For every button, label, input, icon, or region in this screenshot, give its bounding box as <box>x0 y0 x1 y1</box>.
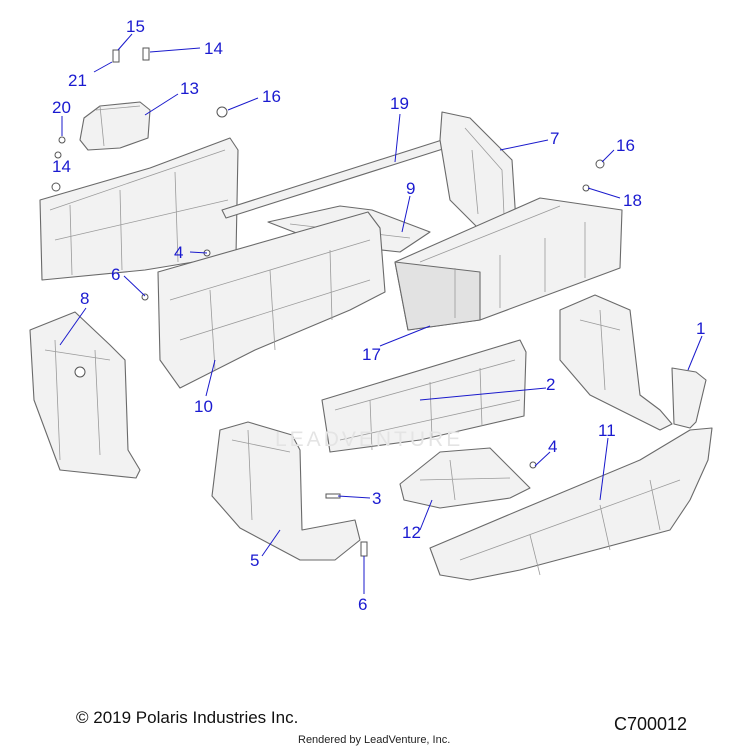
callout-7[interactable]: 7 <box>550 129 560 148</box>
callout-21[interactable]: 21 <box>68 71 87 90</box>
hardware-misc <box>141 159 605 557</box>
callout-9[interactable]: 9 <box>406 179 416 198</box>
part-12-plate[interactable] <box>399 447 531 509</box>
part-10-front-panel[interactable] <box>157 211 386 389</box>
part-1-bracket[interactable] <box>559 294 707 431</box>
callout-11[interactable]: 11 <box>598 421 616 440</box>
callout-4-lower[interactable]: 4 <box>548 437 558 456</box>
callout-14[interactable]: 14 <box>204 39 223 58</box>
callout-10[interactable]: 10 <box>194 397 213 416</box>
part-11-right-floor[interactable] <box>429 427 713 581</box>
part-8-left-side[interactable] <box>29 311 141 479</box>
part-5-left-floor[interactable] <box>211 421 361 561</box>
callout-1[interactable]: 1 <box>696 319 706 338</box>
part-2-rear-panel[interactable] <box>321 339 527 453</box>
callout-16-right[interactable]: 16 <box>616 136 635 155</box>
callout-5[interactable]: 5 <box>250 551 260 570</box>
callout-19[interactable]: 19 <box>390 94 409 113</box>
callout-6[interactable]: 6 <box>111 265 121 284</box>
rendered-by-text: Rendered by LeadVenture, Inc. <box>298 734 451 746</box>
hardware-top-left <box>54 47 228 159</box>
part-rear-left-panel[interactable] <box>39 137 239 281</box>
callout-20[interactable]: 20 <box>52 98 71 117</box>
callout-16[interactable]: 16 <box>262 87 281 106</box>
part-13-cover[interactable] <box>79 101 151 151</box>
watermark: LEADVENTURE <box>275 428 464 451</box>
diagram-code: C700012 <box>614 714 688 734</box>
callout-2[interactable]: 2 <box>546 375 556 394</box>
callout-18[interactable]: 18 <box>623 191 642 210</box>
callout-6-lower[interactable]: 6 <box>358 595 368 614</box>
callout-3[interactable]: 3 <box>372 489 382 508</box>
callout-15[interactable]: 15 <box>126 17 145 36</box>
callout-14-lower[interactable]: 14 <box>52 157 71 176</box>
part-7-side-panel[interactable] <box>439 111 517 231</box>
callout-17[interactable]: 17 <box>362 345 381 364</box>
copyright-text: © 2019 Polaris Industries Inc. <box>76 708 299 727</box>
part-17-storage-box[interactable] <box>394 197 623 331</box>
callout-12[interactable]: 12 <box>402 523 421 542</box>
callout-8[interactable]: 8 <box>80 289 90 308</box>
callout-4[interactable]: 4 <box>174 243 184 262</box>
leader-lines <box>59 33 703 594</box>
callout-13[interactable]: 13 <box>180 79 199 98</box>
